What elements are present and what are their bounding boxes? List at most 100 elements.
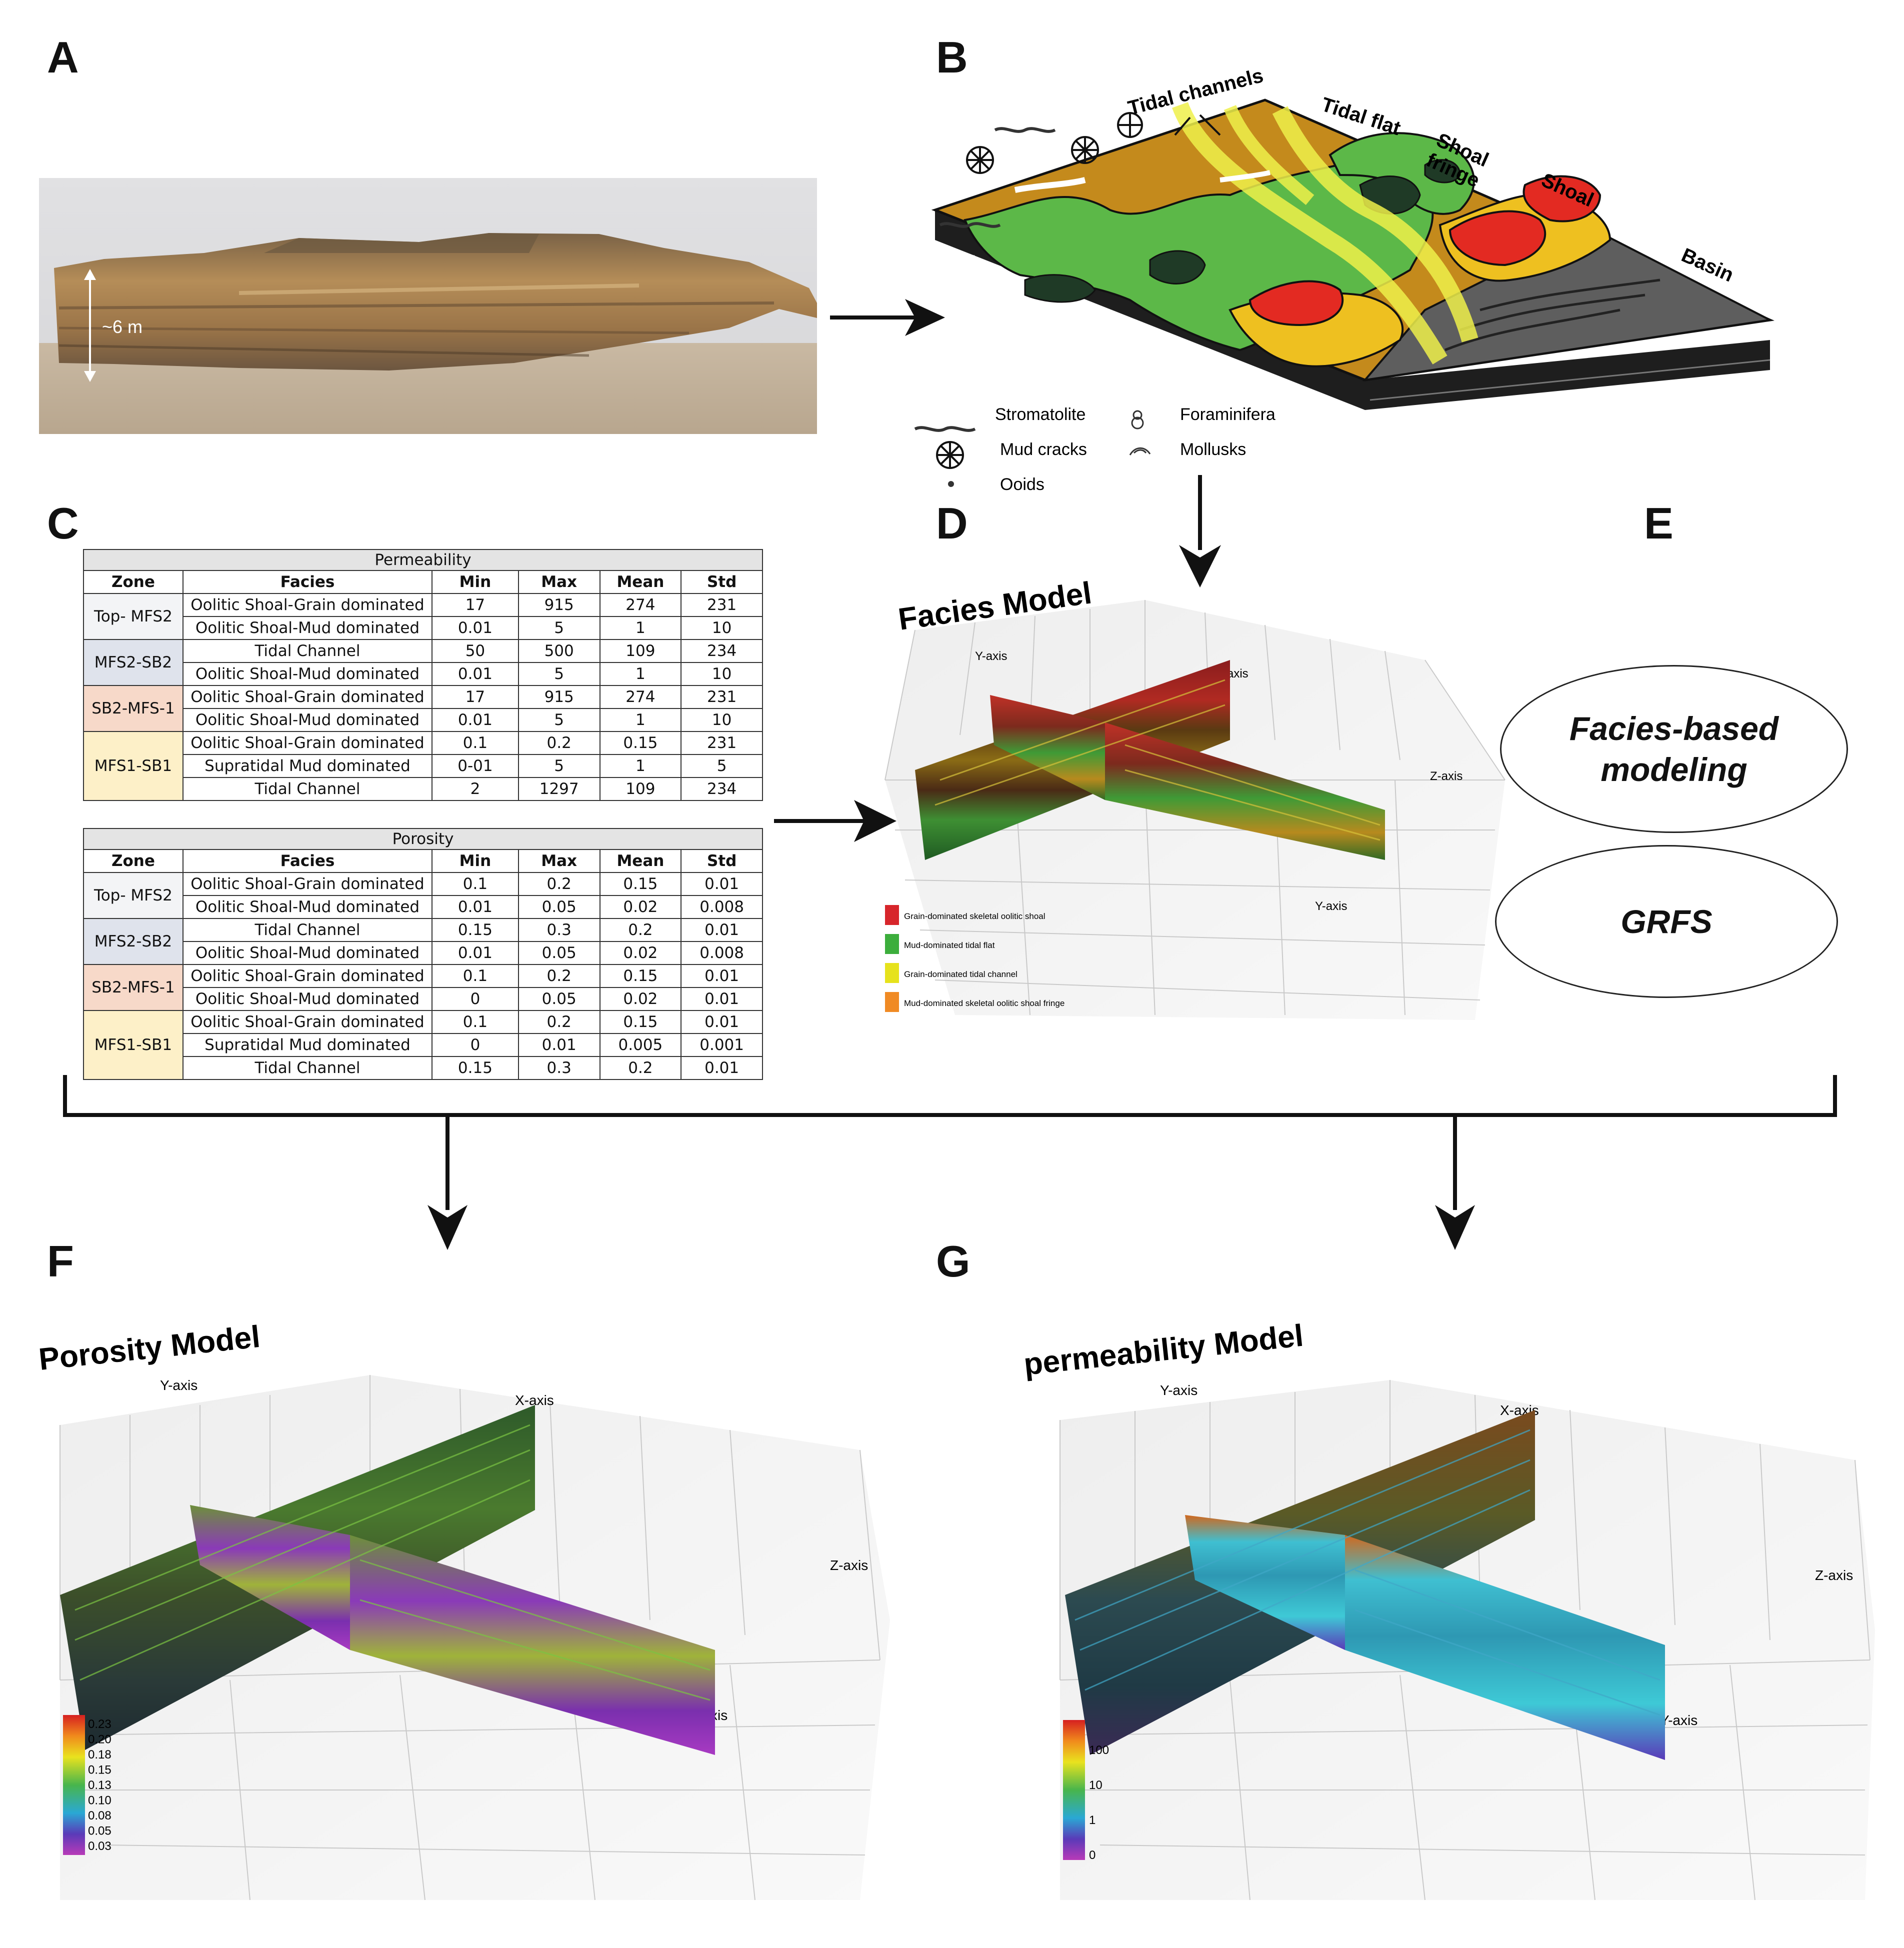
permeability-table-title: Permeability [83,549,763,571]
permeability-model-3d: permeability Model Y-axis X-axis Z-axis … [1022,1318,1875,1900]
facies-cell: Oolitic Shoal-Mud dominated [182,616,433,640]
facies-cell: Tidal Channel [182,1056,433,1080]
method-grfs-label: GRFS [1620,902,1712,940]
facies-legend-swatch [885,934,899,954]
value-cell: 0.2 [599,918,682,942]
value-cell: 1 [599,708,682,732]
facies-cell: Oolitic Shoal-Mud dominated [182,895,433,919]
facies-cell: Oolitic Shoal-Mud dominated [182,708,433,732]
column-header: Std [680,570,763,594]
porosity-model-title: Porosity Model [37,1320,262,1377]
value-cell: 0.01 [680,1010,763,1034]
column-header: Min [432,570,519,594]
value-cell: 0.008 [680,941,763,965]
value-cell: 0.01 [680,964,763,988]
zone-cell: SB2-MFS-1 [83,964,184,1011]
value-cell: 274 [599,685,682,709]
arrow-b-to-d [1179,475,1221,588]
value-cell: 0.2 [518,1010,600,1034]
ooid-icon [948,481,954,487]
porosity-colorbar [63,1715,85,1855]
facies-cell: Oolitic Shoal-Grain dominated [182,1010,433,1034]
column-header: Std [680,849,763,873]
value-cell: 0.01 [518,1033,600,1057]
facies-section-short-front [1105,722,1385,860]
permeability-table: Permeability Zone Facies Min Max Mean St… [83,549,763,801]
panel-label-c: C [47,498,79,548]
column-header: Max [518,849,600,873]
legend-mollusks: Mollusks [1180,440,1246,459]
panel-label-a: A [47,32,79,82]
value-cell: 0.2 [518,731,600,755]
axis-label-y: Y-axis [975,650,1007,663]
legend-foraminifera: Foraminifera [1180,405,1276,424]
legend-mud-cracks: Mud cracks [1000,440,1087,459]
colorbar-tick-label: 1 [1089,1814,1096,1827]
facies-cell: Oolitic Shoal-Grain dominated [182,685,433,709]
value-cell: 0.2 [518,872,600,896]
colorbar-tick-label: 0.23 [88,1718,112,1731]
value-cell: 0.3 [518,1056,600,1080]
value-cell: 0.01 [680,987,763,1011]
zone-cell: MFS1-SB1 [83,1010,184,1080]
axis-label-y2: Y-axis [1660,1712,1698,1728]
value-cell: 10 [680,708,763,732]
facies-cell: Oolitic Shoal-Mud dominated [182,662,433,686]
panel-label-b: B [936,32,968,82]
facies-cell: Supratidal Mud dominated [182,1033,433,1057]
stromatolite-icon [914,426,976,432]
value-cell: 500 [518,639,600,663]
value-cell: 0.1 [432,731,519,755]
value-cell: 0.02 [599,895,682,919]
permeability-model-title: permeability Model [1022,1318,1305,1382]
facies-legend-swatch [885,905,899,925]
value-cell: 1297 [518,777,600,801]
value-cell: 0.01 [680,1056,763,1080]
value-cell: 1 [599,754,682,778]
mollusk-icon [1129,447,1151,456]
facies-cell: Tidal Channel [182,777,433,801]
facies-cell: Oolitic Shoal-Grain dominated [182,731,433,755]
facies-model-3d: Facies Model Y-axis X-axis Z-axis Y-axis… [884,576,1506,1020]
panel-label-g: G [936,1236,970,1286]
method-facies-based-line2: modeling [1600,751,1748,788]
value-cell: 109 [599,639,682,663]
zone-cell: MFS2-SB2 [83,639,184,686]
photo-scale-label: ~6 m [102,316,142,337]
value-cell: 0 [432,987,519,1011]
value-cell: 0.1 [432,1010,519,1034]
column-header: Zone [83,849,184,873]
facies-cell: Oolitic Shoal-Grain dominated [182,872,433,896]
colorbar-tick-label: 0.15 [88,1764,112,1777]
value-cell: 274 [599,593,682,617]
colorbar-tick-label: 10 [1089,1778,1102,1792]
facies-legend-swatch [885,963,899,983]
value-cell: 5 [518,708,600,732]
value-cell: 0.001 [680,1033,763,1057]
foraminifera-icon [1131,410,1144,430]
value-cell: 0.1 [432,872,519,896]
column-header: Max [518,570,600,594]
value-cell: 1 [599,616,682,640]
value-cell: 0.05 [518,987,600,1011]
facies-cell: Oolitic Shoal-Grain dominated [182,964,433,988]
value-cell: 0.01 [432,616,519,640]
value-cell: 0.2 [518,964,600,988]
zone-cell: MFS1-SB1 [83,731,184,801]
value-cell: 0.15 [432,1056,519,1080]
value-cell: 2 [432,777,519,801]
colorbar-tick-label: 0.05 [88,1824,112,1838]
